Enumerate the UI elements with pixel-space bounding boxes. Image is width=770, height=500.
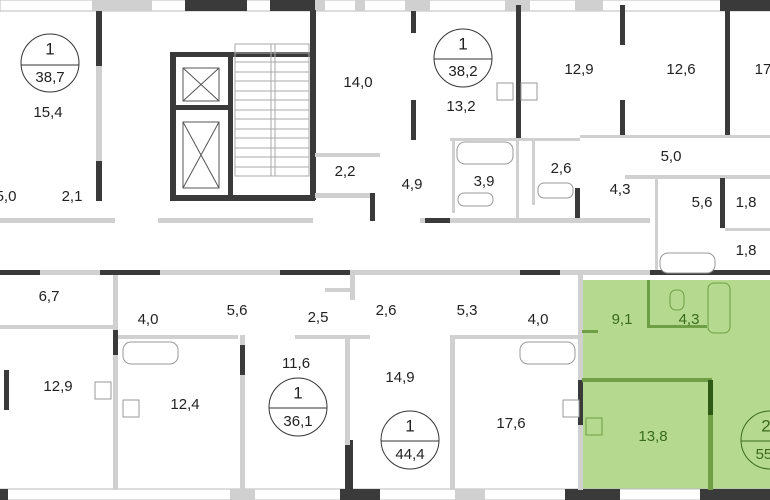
top-room-labels: 15,4 5,0 2,1 14,0 2,2 4,9 13,2 3,9 2,6 1… <box>0 61 770 259</box>
apartment-badge[interactable]: 1 44,4 <box>380 410 440 470</box>
room-area: 5,3 <box>457 302 478 319</box>
staircase <box>234 43 310 177</box>
apartment-badge[interactable]: 1 36,1 <box>268 377 328 437</box>
room-area: 5,6 <box>692 194 713 211</box>
bathroom-fixtures <box>122 141 731 365</box>
room-count: 2 <box>761 416 770 435</box>
room-area: 4,3 <box>679 311 700 328</box>
room-area: 14,9 <box>385 369 414 386</box>
room-area: 15,4 <box>33 104 62 121</box>
room-area: 12,9 <box>564 61 593 78</box>
room-area: 2,6 <box>376 302 397 319</box>
room-count: 1 <box>45 39 54 58</box>
room-area: 12,6 <box>666 61 695 78</box>
room-area: 17 <box>755 61 770 78</box>
room-area: 12,9 <box>43 378 72 395</box>
room-area: 5,0 <box>661 148 682 165</box>
room-area: 6,7 <box>39 288 60 305</box>
room-area: 13,8 <box>638 428 667 445</box>
room-area: 12,4 <box>170 396 199 413</box>
room-area: 4,9 <box>402 176 423 193</box>
bottom-room-labels: 6,7 4,0 5,6 2,5 2,6 5,3 4,0 12,9 12,4 11… <box>39 288 549 432</box>
room-area: 4,0 <box>528 311 549 328</box>
highlight-room-labels: 9,1 4,3 13,8 <box>612 311 700 445</box>
room-area: 9,1 <box>612 311 633 328</box>
apartment-area: 38,2 <box>448 63 477 80</box>
room-area: 11,6 <box>282 355 310 372</box>
room-area: 5,6 <box>227 302 248 319</box>
room-area: 2,5 <box>308 309 329 326</box>
room-area: 13,2 <box>446 98 475 115</box>
room-count: 1 <box>405 416 414 435</box>
room-area: 3,9 <box>474 173 495 190</box>
room-area: 2,6 <box>551 160 572 177</box>
apartment-area: 38,7 <box>35 69 64 86</box>
stove-icons <box>94 82 603 436</box>
room-area: 1,8 <box>736 194 757 211</box>
room-area: 1,8 <box>736 242 757 259</box>
room-count: 1 <box>293 383 302 402</box>
room-area: 5,0 <box>0 188 16 205</box>
room-area: 2,1 <box>62 188 83 205</box>
room-area: 4,3 <box>610 181 631 198</box>
walls <box>0 5 770 273</box>
room-area: 2,2 <box>335 163 356 180</box>
top-facade <box>0 0 770 12</box>
highlight-walls <box>582 280 713 490</box>
elevator-shafts <box>182 67 220 189</box>
room-area: 14,0 <box>343 74 372 91</box>
apartment-area: 36,1 <box>283 413 312 430</box>
room-area: 17,6 <box>496 415 525 432</box>
apartment-badge[interactable]: 1 38,7 <box>20 33 80 93</box>
apartment-area: 44,4 <box>395 446 424 463</box>
bottom-facade <box>0 440 770 500</box>
room-count: 1 <box>458 34 467 53</box>
highlighted-apartment[interactable] <box>582 280 770 490</box>
apartment-badge[interactable]: 2 55, <box>740 410 770 470</box>
room-area: 4,0 <box>138 311 159 328</box>
apartment-area: 55, <box>756 446 770 463</box>
apartment-badge[interactable]: 1 38,2 <box>433 28 493 88</box>
